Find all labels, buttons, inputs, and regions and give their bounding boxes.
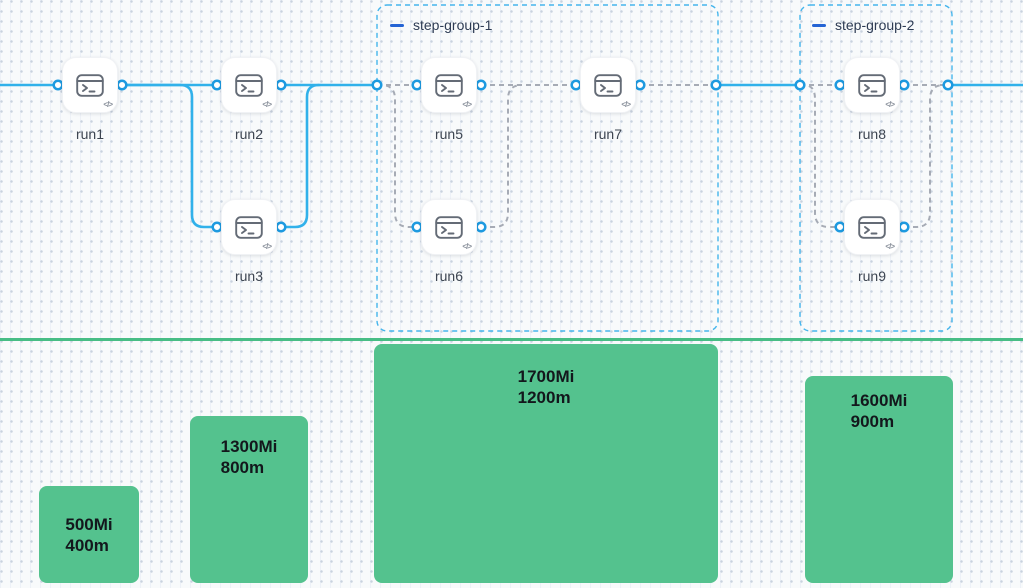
node-label-run5: run5 (434, 126, 464, 142)
code-icon: </> (462, 242, 472, 251)
code-icon: </> (262, 242, 272, 251)
port-group1-out[interactable] (710, 79, 722, 91)
port-run3-out[interactable] (275, 221, 287, 233)
terminal-icon (235, 215, 263, 239)
node-run5[interactable]: </> (421, 57, 477, 113)
node-label-run9: run9 (857, 268, 887, 284)
node-run8[interactable]: </> (844, 57, 900, 113)
resource-bar-run1: 500Mi 400m (39, 486, 139, 583)
node-label-run3: run3 (234, 268, 264, 284)
group-title: step-group-2 (835, 17, 915, 33)
terminal-icon (594, 73, 622, 97)
group-title: step-group-1 (413, 17, 493, 33)
port-run9-out[interactable] (898, 221, 910, 233)
code-icon: </> (885, 242, 895, 251)
code-icon: </> (262, 100, 272, 109)
port-group2-in[interactable] (794, 79, 806, 91)
edge-group1in-run6 (377, 84, 417, 228)
node-label-run1: run1 (75, 126, 105, 142)
bar-cpu-value: 400m (65, 536, 109, 555)
resource-bar-step-group-2: 1600Mi 900m (805, 376, 953, 583)
port-run2-out[interactable] (275, 79, 287, 91)
terminal-icon (858, 215, 886, 239)
group-label-step-group-1[interactable]: step-group-1 (390, 17, 492, 33)
code-icon: </> (885, 100, 895, 109)
edge-run3-merge (279, 83, 321, 229)
edge-run6-merge (481, 84, 523, 228)
code-icon: </> (103, 100, 113, 109)
code-icon: </> (462, 100, 472, 109)
port-run7-in[interactable] (570, 79, 582, 91)
bar-cpu-value: 1200m (517, 388, 571, 407)
port-run7-out[interactable] (634, 79, 646, 91)
bar-memory-value: 1600Mi (850, 391, 908, 410)
port-run2-in[interactable] (211, 79, 223, 91)
terminal-icon (76, 73, 104, 97)
terminal-icon (858, 73, 886, 97)
port-run8-in[interactable] (834, 79, 846, 91)
port-run6-in[interactable] (411, 221, 423, 233)
group-dash-icon (390, 23, 404, 27)
bar-cpu-value: 900m (850, 412, 895, 431)
port-run3-in[interactable] (211, 221, 223, 233)
port-group1-in[interactable] (371, 79, 383, 91)
divider-line (0, 338, 1023, 341)
node-run6[interactable]: </> (421, 199, 477, 255)
edge-run1-run3 (120, 83, 219, 229)
node-label-run2: run2 (234, 126, 264, 142)
resource-bar-run2-run3: 1300Mi 800m (190, 416, 308, 583)
terminal-icon (435, 73, 463, 97)
node-run9[interactable]: </> (844, 199, 900, 255)
edge-group2in-run9 (800, 84, 840, 228)
bar-memory-value: 1700Mi (517, 367, 575, 386)
bar-memory-value: 1300Mi (220, 437, 278, 456)
edge-run9-merge (904, 84, 945, 228)
node-run3[interactable]: </> (221, 199, 277, 255)
group-label-step-group-2[interactable]: step-group-2 (812, 17, 914, 33)
resource-bar-step-group-1: 1700Mi 1200m (374, 344, 718, 583)
bar-memory-value: 500Mi (65, 515, 113, 534)
port-run9-in[interactable] (834, 221, 846, 233)
port-run1-out[interactable] (116, 79, 128, 91)
node-run1[interactable]: </> (62, 57, 118, 113)
group-dash-icon (812, 23, 826, 27)
node-label-run7: run7 (593, 126, 623, 142)
bar-cpu-value: 800m (220, 458, 265, 477)
port-run5-in[interactable] (411, 79, 423, 91)
terminal-icon (235, 73, 263, 97)
node-run2[interactable]: </> (221, 57, 277, 113)
port-run1-in[interactable] (52, 79, 64, 91)
node-label-run6: run6 (434, 268, 464, 284)
port-run5-out[interactable] (475, 79, 487, 91)
terminal-icon (435, 215, 463, 239)
code-icon: </> (621, 100, 631, 109)
port-run6-out[interactable] (475, 221, 487, 233)
group-step-group-2-border[interactable] (799, 4, 953, 332)
node-run7[interactable]: </> (580, 57, 636, 113)
group-step-group-1-border[interactable] (376, 4, 719, 332)
node-label-run8: run8 (857, 126, 887, 142)
port-run8-out[interactable] (898, 79, 910, 91)
port-group2-out[interactable] (942, 79, 954, 91)
